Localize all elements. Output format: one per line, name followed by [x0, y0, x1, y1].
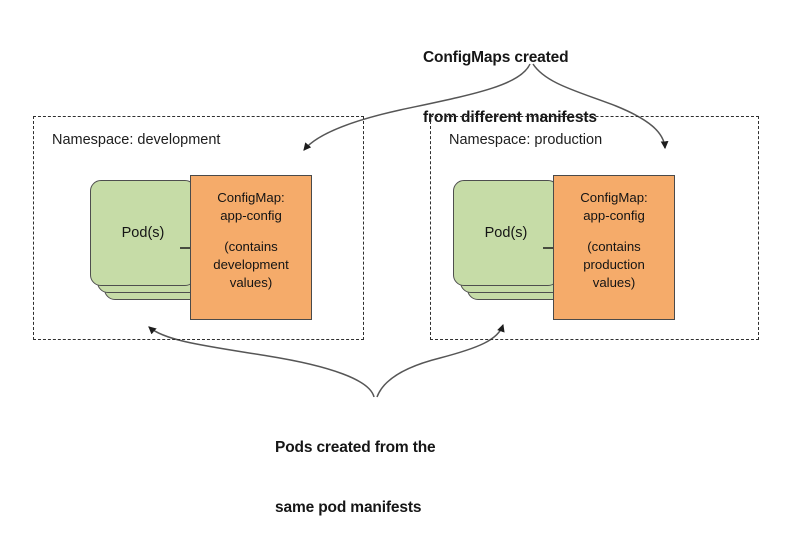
pod-label-development: Pod(s)	[121, 225, 165, 241]
configmap-subtitle-development: (contains development values)	[213, 238, 289, 292]
diagram-canvas: ConfigMaps created from different manife…	[33, 49, 759, 516]
configmap-sub-line-3: values)	[229, 275, 273, 290]
configmap-title-production: ConfigMap: app-config	[580, 189, 647, 225]
configmap-box-development[interactable]: ConfigMap: app-config (contains developm…	[190, 175, 312, 320]
configmap-sub-line-3: values)	[592, 275, 636, 290]
namespace-label-development: Namespace: development	[52, 132, 221, 148]
namespace-panel-production: Namespace: production Pod(s) ConfigMap: …	[430, 116, 759, 340]
configmap-title-line-1: ConfigMap:	[217, 190, 285, 205]
configmap-title-line-2: app-config	[220, 208, 282, 223]
configmap-title-line-2: app-config	[583, 208, 645, 223]
namespace-panel-development: Namespace: development Pod(s) ConfigMap:…	[33, 116, 364, 340]
pod-stack-production[interactable]: Pod(s)	[453, 180, 575, 302]
bottom-callout-caption: Pods created from the same pod manifests	[275, 398, 436, 558]
pod-stack-development[interactable]: Pod(s)	[90, 180, 212, 302]
bottom-caption-line-2: same pod manifests	[275, 499, 422, 516]
configmap-sub-line-2: production	[583, 257, 645, 272]
top-caption-line-1: ConfigMaps created	[423, 49, 569, 66]
configmap-title-line-1: ConfigMap:	[580, 190, 648, 205]
configmap-sub-line-1: (contains	[224, 239, 278, 254]
namespace-label-production: Namespace: production	[449, 132, 603, 148]
configmap-title-development: ConfigMap: app-config	[217, 189, 284, 225]
bottom-caption-line-1: Pods created from the	[275, 439, 436, 456]
configmap-subtitle-production: (contains production values)	[583, 238, 645, 292]
configmap-sub-line-2: development	[213, 257, 289, 272]
configmap-sub-line-1: (contains	[587, 239, 641, 254]
configmap-box-production[interactable]: ConfigMap: app-config (contains producti…	[553, 175, 675, 320]
pod-label-production: Pod(s)	[484, 225, 528, 241]
pod-card-front[interactable]	[453, 180, 559, 286]
